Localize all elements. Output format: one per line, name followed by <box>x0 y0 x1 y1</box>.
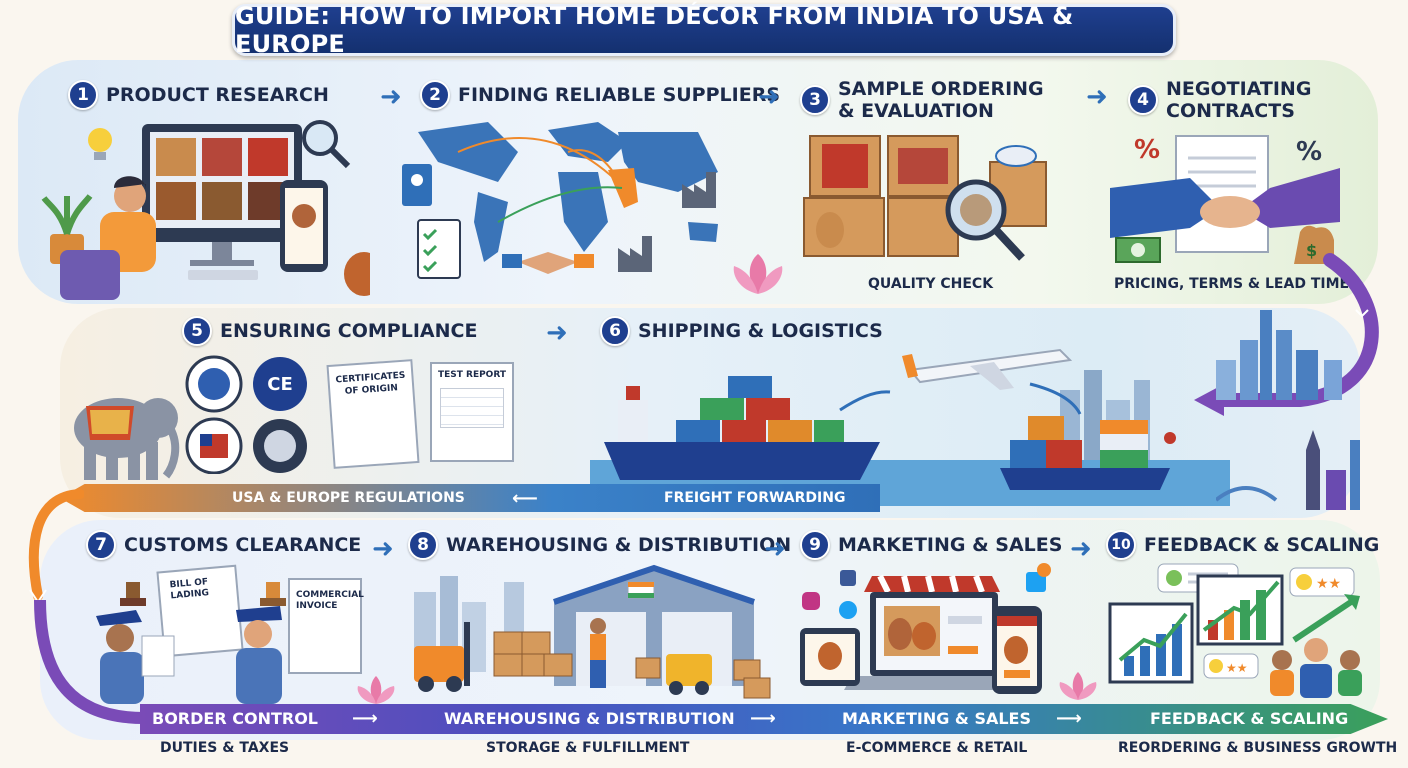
step-3-title-line2: & EVALUATION <box>838 100 994 122</box>
step-3-number: 3 <box>800 85 830 115</box>
reordering-label: REORDERING & BUSINESS GROWTH <box>1118 740 1398 756</box>
test-report-label: TEST REPORT <box>437 370 507 380</box>
svg-text:$: $ <box>1306 241 1317 260</box>
step-4-number: 4 <box>1128 85 1158 115</box>
arrow-7-8: ➜ <box>372 534 394 564</box>
step-4-title-line2: CONTRACTS <box>1166 100 1295 122</box>
svg-text:★★: ★★ <box>1316 576 1341 592</box>
arrow-9-10: ➜ <box>1070 534 1092 564</box>
step-7-title: CUSTOMS CLEARANCE <box>124 534 362 556</box>
ribbon-arrow-1: ⟶ <box>352 708 378 729</box>
certificates-document: CERTIFICATES OF ORIGIN <box>326 359 420 469</box>
step-3-title-line1: SAMPLE ORDERING <box>838 78 1044 100</box>
step-6-title: SHIPPING & LOGISTICS <box>638 320 883 342</box>
storage-label: STORAGE & FULFILLMENT <box>486 740 690 756</box>
step-7: 7 CUSTOMS CLEARANCE <box>86 530 361 560</box>
step-4: 4 NEGOTIATING CONTRACTS <box>1128 78 1311 122</box>
arrow-8-9: ➜ <box>764 534 786 564</box>
pricing-caption: PRICING, TERMS & LEAD TIMES <box>1114 276 1360 292</box>
step-1-number: 1 <box>68 80 98 110</box>
commercial-invoice-document: COMMERCIAL INVOICE <box>288 578 364 674</box>
ribbon-border-control: BORDER CONTROL <box>152 709 318 728</box>
freight-caption: FREIGHT FORWARDING <box>664 490 846 506</box>
step-3: 3 SAMPLE ORDERING & EVALUATION <box>800 78 1044 122</box>
marketing-illustration <box>800 563 1051 694</box>
connector-arc-bottom <box>34 599 145 724</box>
suppliers-map-illustration <box>402 122 718 279</box>
product-research-illustration <box>41 120 370 300</box>
step-8-number: 8 <box>408 530 438 560</box>
skyline-right <box>1216 310 1360 510</box>
negotiation-illustration: % % $ <box>1110 135 1340 264</box>
bottom-ribbon <box>140 704 1388 734</box>
elephant-icon <box>74 398 180 480</box>
step-4-title-line1: NEGOTIATING <box>1166 78 1312 100</box>
svg-text:%: % <box>1134 135 1160 165</box>
arrow-1-2: ➜ <box>380 82 402 112</box>
svg-text:★★: ★★ <box>1226 661 1248 675</box>
step-10-number: 10 <box>1106 530 1136 560</box>
svg-text:%: % <box>1296 137 1322 167</box>
ribbon-back-arrow: ⟵ <box>512 488 538 509</box>
arrow-5-6: ➜ <box>546 318 568 348</box>
ribbon-feedback: FEEDBACK & SCALING <box>1150 709 1349 728</box>
lotus-icon <box>733 254 783 294</box>
step-7-number: 7 <box>86 530 116 560</box>
step-9-title: MARKETING & SALES <box>838 534 1063 556</box>
step-1: 1 PRODUCT RESEARCH <box>68 80 329 110</box>
step-10: 10 FEEDBACK & SCALING <box>1106 530 1379 560</box>
feedback-growth-illustration: ★★ ★★ <box>1108 563 1362 698</box>
test-report-document: TEST REPORT <box>430 362 514 462</box>
regulations-ribbon <box>60 484 880 512</box>
step-5-number: 5 <box>182 316 212 346</box>
step-10-title: FEEDBACK & SCALING <box>1144 534 1380 556</box>
step-6-number: 6 <box>600 316 630 346</box>
step-2-number: 2 <box>420 80 450 110</box>
ribbon-marketing: MARKETING & SALES <box>842 709 1031 728</box>
lotus-icon-left <box>357 676 395 704</box>
step-9-number: 9 <box>800 530 830 560</box>
ribbon-warehousing: WAREHOUSING & DISTRIBUTION <box>444 709 735 728</box>
step-6: 6 SHIPPING & LOGISTICS <box>600 316 883 346</box>
customs-officers-illustration <box>96 582 286 704</box>
ribbon-arrow-2: ⟶ <box>750 708 776 729</box>
compliance-badges <box>185 355 307 474</box>
warehouse-illustration <box>414 564 771 699</box>
ecommerce-label: E-COMMERCE & RETAIL <box>846 740 1028 756</box>
arrow-3-4: ➜ <box>1086 82 1108 112</box>
step-5-title: ENSURING COMPLIANCE <box>220 320 478 342</box>
lotus-icon-right <box>1059 672 1097 700</box>
sample-boxes-illustration <box>803 135 1047 261</box>
ce-mark: CE <box>267 374 293 395</box>
arrow-2-3: ➜ <box>758 82 780 112</box>
ribbon-arrow-3: ⟶ <box>1056 708 1082 729</box>
step-2-title: FINDING RELIABLE SUPPLIERS <box>458 84 781 106</box>
step-5: 5 ENSURING COMPLIANCE <box>182 316 477 346</box>
step-2: 2 FINDING RELIABLE SUPPLIERS <box>420 80 780 110</box>
certificates-label: CERTIFICATES OF ORIGIN <box>335 370 406 397</box>
step-8-title: WAREHOUSING & DISTRIBUTION <box>446 534 792 556</box>
regulations-caption: USA & EUROPE REGULATIONS <box>232 490 465 506</box>
page-title: GUIDE: HOW TO IMPORT HOME DÉCOR FROM IND… <box>232 2 1176 58</box>
step-1-title: PRODUCT RESEARCH <box>106 84 329 106</box>
duties-label: DUTIES & TAXES <box>160 740 290 756</box>
quality-check-caption: QUALITY CHECK <box>868 276 994 292</box>
step-8: 8 WAREHOUSING & DISTRIBUTION <box>408 530 791 560</box>
shipping-illustration <box>590 348 1230 506</box>
invoice-label: COMMERCIAL INVOICE <box>296 590 364 611</box>
step-9: 9 MARKETING & SALES <box>800 530 1062 560</box>
